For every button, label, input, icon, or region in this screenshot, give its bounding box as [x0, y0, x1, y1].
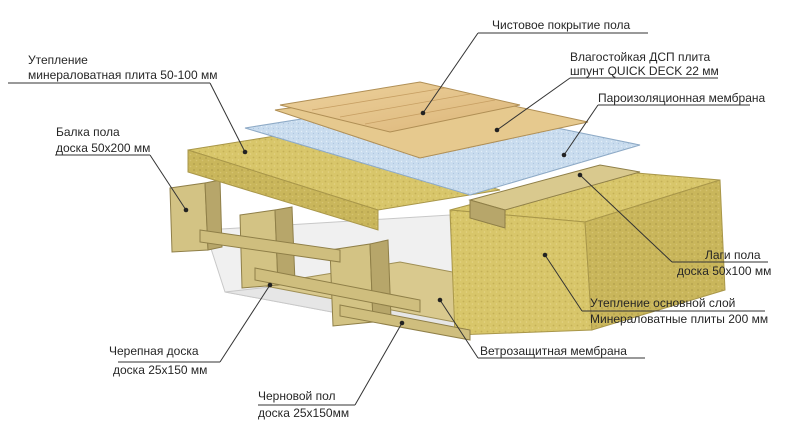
finish-floor-shape [279, 81, 521, 133]
label-insulation-top-line1: Утепление [28, 53, 88, 67]
label-floor-beam-line1: Балка пола [56, 125, 120, 139]
label-insulation-top-line2: минераловатная плита 50-100 мм [28, 68, 218, 82]
label-subfloor-line1: Черновой пол [258, 389, 336, 403]
top-insulation-front [187, 149, 379, 231]
label-joist-line1: Лаги пола [705, 248, 761, 262]
main-insulation-side [584, 179, 726, 331]
label-chipboard-line1: Влагостойкая ДСП плита [570, 50, 711, 64]
label-subfloor-line2: доска 25х150мм [258, 406, 350, 420]
label-wind-membrane: Ветрозащитная мембрана [480, 344, 627, 358]
leader-lines [8, 32, 768, 406]
label-cranial-board-line1: Черепная доска [109, 344, 199, 358]
label-chipboard-line2: шпунт QUICK DECK 22 мм [570, 64, 719, 78]
joists-front [469, 199, 506, 229]
label-finish-floor: Чистовое покрытие пола [492, 18, 631, 32]
label-insulation-main-line1: Утепление основной слой [590, 296, 736, 310]
finish-floor-grain [311, 87, 496, 125]
label-floor-beam-line2: доска 50х200 мм [56, 141, 151, 155]
label-joist-line2: доска 50х100 мм [677, 264, 772, 278]
main-insulation-front [449, 209, 593, 336]
leader-dots [183, 110, 583, 326]
cranial-boards [199, 229, 471, 341]
label-insulation-main-line2: Минераловатные плиты 200 мм [590, 312, 769, 326]
label-cranial-board-line2: доска 25х150 мм [113, 363, 208, 377]
label-vapor-membrane: Пароизоляционная мембрана [598, 91, 766, 105]
